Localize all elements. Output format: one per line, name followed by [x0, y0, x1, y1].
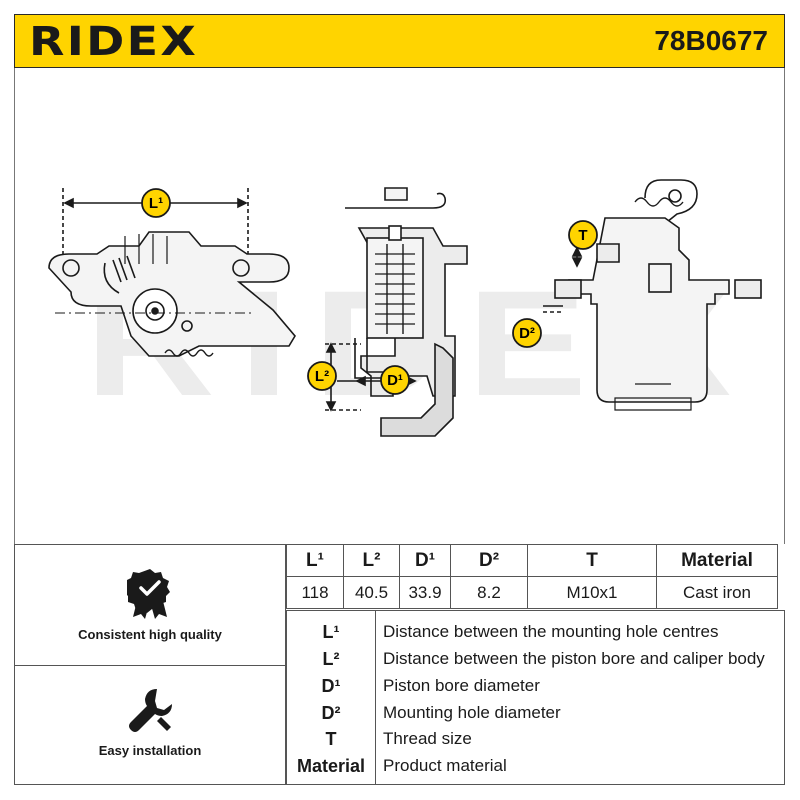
legend-separator: [375, 611, 376, 784]
spec-header-d1: D¹: [399, 544, 451, 577]
spec-header-material: Material: [656, 544, 778, 577]
legend-key: D²: [321, 703, 341, 723]
badge-l1: [141, 188, 171, 218]
feature-quality: Consistent high quality: [15, 567, 285, 642]
feature-quality-label: Consistent high quality: [78, 627, 222, 642]
legend-key: L¹: [322, 622, 340, 642]
part-number: 78B0677: [654, 25, 768, 56]
legend-desc: Product material: [383, 756, 507, 775]
legend-key: T: [325, 729, 337, 749]
spec-header-d2: D²: [450, 544, 528, 577]
caliper-side-view: [48, 188, 296, 357]
dim-label-d2: D²: [519, 325, 535, 342]
legend-desc: Piston bore diameter: [383, 676, 540, 695]
badge-t: [568, 220, 598, 250]
legend-row: L² Distance between the piston bore and …: [287, 646, 784, 672]
spec-value-t: M10x1: [527, 576, 657, 609]
spec-value-row: 118 40.5 33.9 8.2 M10x1 Cast iron: [286, 576, 778, 609]
legend-key: D¹: [321, 676, 341, 696]
legend-row: D² Mounting hole diameter: [287, 700, 784, 726]
caliper-section-view: [325, 187, 468, 437]
spec-value-l1: 118: [286, 576, 344, 609]
spec-table: L¹ L² D¹ D² T Material 118 40.5 33.9 8.2…: [286, 544, 778, 609]
feature-installation-label: Easy installation: [98, 743, 202, 758]
legend-key: Material: [296, 756, 366, 776]
dim-label-t: T: [578, 227, 587, 244]
badge-d1: [380, 365, 410, 395]
legend-desc: Distance between the mounting hole centr…: [383, 622, 719, 641]
spec-value-d1: 33.9: [399, 576, 451, 609]
legend-row: T Thread size: [287, 726, 784, 752]
spec-value-d2: 8.2: [450, 576, 528, 609]
feature-installation: Easy installation: [15, 687, 285, 758]
spec-header-l1: L¹: [286, 544, 344, 577]
spec-value-l2: 40.5: [343, 576, 400, 609]
badge-d2: [512, 318, 542, 348]
wrench-icon: [129, 689, 172, 732]
technical-drawing-area: RIDEX: [14, 68, 785, 544]
dim-label-l1: L¹: [149, 195, 163, 212]
legend-key: L²: [322, 649, 340, 669]
spec-value-material: Cast iron: [656, 576, 778, 609]
dim-label-d1: D¹: [387, 372, 403, 389]
legend-row: L¹ Distance between the mounting hole ce…: [287, 619, 784, 645]
dimension-badges: [141, 188, 598, 395]
quality-check-icon: [127, 569, 170, 619]
dim-label-l2: L²: [315, 368, 329, 385]
feature-panel: Consistent high quality Easy installatio…: [14, 544, 286, 785]
header-bar: RIDEX 78B0677: [14, 14, 785, 68]
legend-row: D¹ Piston bore diameter: [287, 673, 784, 699]
legend-desc: Mounting hole diameter: [383, 703, 561, 722]
legend-desc: Thread size: [383, 729, 472, 748]
legend-desc: Distance between the piston bore and cal…: [383, 649, 765, 668]
spec-header-t: T: [527, 544, 657, 577]
spec-header-l2: L²: [343, 544, 400, 577]
feature-divider: [15, 665, 285, 666]
dimension-legend: L¹ Distance between the mounting hole ce…: [286, 610, 785, 785]
caliper-drawing: L¹ L² D¹ D² T: [48, 179, 762, 437]
caliper-front-view: [543, 179, 762, 411]
brand-logo: RIDEX: [29, 19, 199, 65]
badge-l2: [307, 361, 337, 391]
legend-row: Material Product material: [287, 753, 784, 779]
spec-header-row: L¹ L² D¹ D² T Material: [286, 544, 778, 577]
